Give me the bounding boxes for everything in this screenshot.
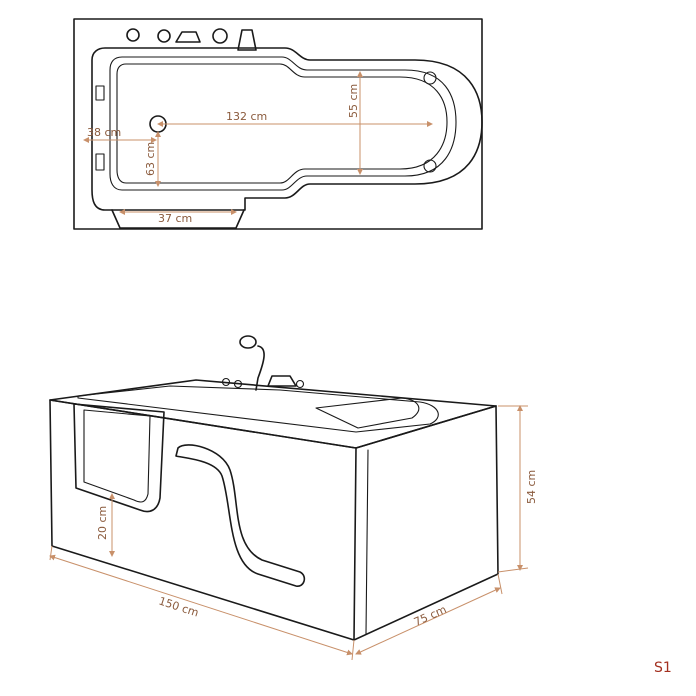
dim-ol-ext-left: [49, 545, 53, 561]
jet-2: [423, 159, 437, 173]
door-frame: [73, 403, 165, 513]
tap-knob-3: [212, 28, 228, 44]
jet-1: [423, 71, 437, 85]
tub-side-face: [353, 405, 499, 641]
dim-step-label: 20 cm: [96, 506, 109, 540]
headrest: [315, 397, 420, 429]
faucet-group: [221, 335, 305, 391]
front-view: 54 cm 20 cm 150 cm 75 cm: [49, 335, 538, 661]
corner-label: S1: [654, 660, 672, 676]
dim-height-label: 54 cm: [525, 470, 538, 504]
dim-height-ext-bottom: [497, 567, 529, 573]
dim-length-label: 132 cm: [226, 110, 267, 123]
dim-overall-width-line: [355, 587, 501, 655]
control-panel-left-2: [95, 153, 105, 171]
door-top: [111, 209, 245, 229]
top-view: 132 cm 55 cm 38 cm 63 cm 37 cm: [73, 18, 483, 230]
mixer-spout: [267, 375, 297, 387]
s-grab-handle: [175, 444, 306, 587]
dim-seat-width-label: 63 cm: [144, 142, 157, 176]
dim-ol-ext-right: [351, 639, 355, 661]
tub-basin-outline: [77, 385, 439, 433]
door-inner: [83, 409, 151, 503]
tub-outer-rim: [91, 47, 483, 211]
valve-2: [233, 379, 243, 389]
tap-knob-left: [126, 28, 140, 42]
side-inner-edge: [365, 449, 369, 635]
dim-overall-width-label: 75 cm: [412, 603, 449, 629]
tub-inner-basin: [109, 56, 457, 191]
valve-3: [295, 379, 305, 389]
control-panel-left: [95, 85, 105, 101]
mixer-tap: [175, 31, 201, 43]
hand-shower-hose: [255, 345, 265, 391]
hand-shower-head: [239, 335, 257, 349]
dim-overall-length-line: [49, 554, 353, 656]
dim-ow-ext: [497, 573, 503, 595]
handshower-holder: [237, 29, 257, 51]
tap-knob-2: [157, 29, 171, 43]
dim-door-label: 37 cm: [158, 212, 192, 225]
dim-width-label: 55 cm: [347, 84, 360, 118]
dim-seat-depth-label: 38 cm: [87, 126, 121, 139]
tub-inner-line: [116, 63, 448, 184]
valve-1: [221, 377, 231, 387]
